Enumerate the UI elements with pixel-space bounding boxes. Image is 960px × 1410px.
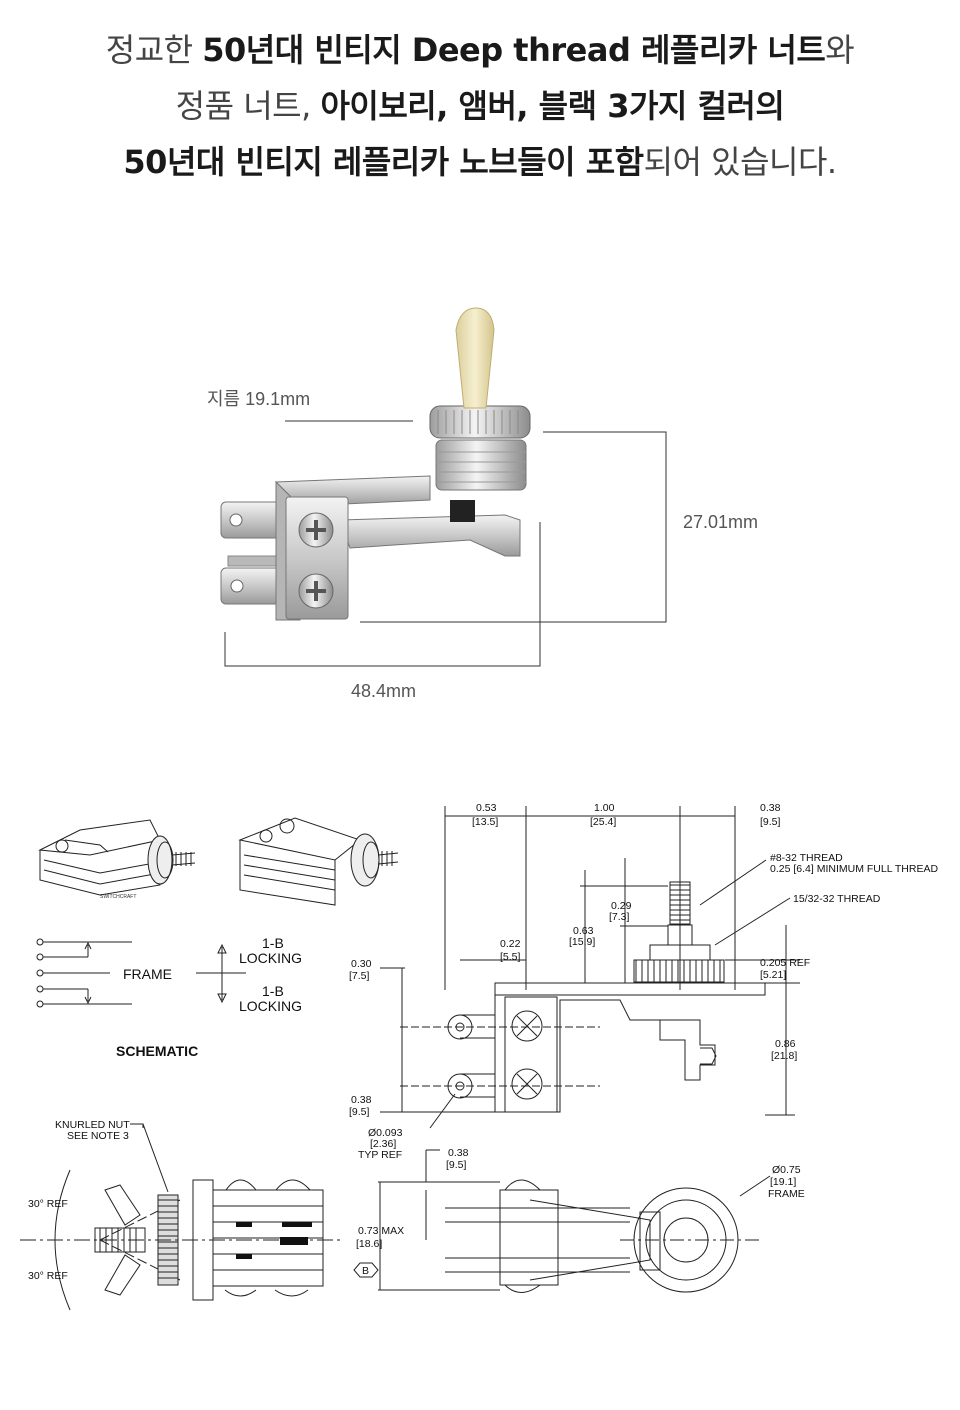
thread2: 15/32-32 THREAD xyxy=(793,893,881,905)
dim-029-in: 0.29 xyxy=(611,900,632,912)
dim-073-in: 0.73 MAX xyxy=(358,1225,404,1237)
intro-line-1: 정교한 50년대 빈티지 Deep thread 레플리카 너트와 xyxy=(0,22,960,78)
ref-bot: 30° REF xyxy=(28,1270,68,1282)
intro-2a: 정품 너트, xyxy=(175,87,321,125)
knurl-b: SEE NOTE 3 xyxy=(67,1130,129,1142)
screw-top xyxy=(298,512,334,548)
dim-086-in: 0.86 xyxy=(775,1038,796,1050)
dim-053-mm: [13.5] xyxy=(472,816,498,828)
knurl-a: KNURLED NUT xyxy=(55,1119,130,1131)
side-view-labels: 0.53 [13.5] 1.00 [25.4] 0.38 [9.5] #8-32… xyxy=(349,802,938,1161)
isometric-view-1: SWITCHCRAFT xyxy=(38,819,196,900)
schematic xyxy=(36,938,246,1008)
solder-lugs xyxy=(220,501,282,605)
dim-038c-mm: [9.5] xyxy=(446,1159,467,1171)
screw-bottom xyxy=(298,573,334,609)
locking-bot-2: LOCKING xyxy=(239,998,302,1014)
side-view-drawing xyxy=(380,806,800,1129)
intro-2b: 아이보리, 앰버, 블랙 3가지 컬러의 xyxy=(320,87,785,125)
dim-073-mm: [18.6] xyxy=(356,1238,382,1250)
dim-075-in: Ø0.75 xyxy=(772,1164,801,1176)
dim-038b-in: 0.38 xyxy=(351,1094,372,1106)
thread1-a: #8-32 THREAD xyxy=(770,852,843,864)
width-label: 48.4mm xyxy=(351,681,416,701)
intro-1c: 와 xyxy=(825,31,855,69)
knurled-nut xyxy=(429,405,531,439)
intro-3b: 되어 있습니다. xyxy=(643,143,837,181)
locking-bot-1: 1-B xyxy=(262,983,284,999)
locking-top-2: LOCKING xyxy=(239,950,302,966)
intro-1a: 정교한 xyxy=(105,31,203,69)
intro-3a: 50년대 빈티지 레플리카 노브들이 포함 xyxy=(123,143,644,181)
schematic-title: SCHEMATIC xyxy=(116,1043,198,1059)
dim-030-in: 0.30 xyxy=(351,958,372,970)
flag-b-icon: B xyxy=(353,1262,379,1278)
ref-top: 30° REF xyxy=(28,1198,68,1210)
dim-053-in: 0.53 xyxy=(476,802,497,814)
end-view-drawing xyxy=(20,1123,340,1311)
dim-038-mm: [9.5] xyxy=(760,816,781,828)
intro-text: 정교한 50년대 빈티지 Deep thread 레플리카 너트와 정품 너트,… xyxy=(0,22,960,190)
intro-line-3: 50년대 빈티지 레플리카 노브들이 포함되어 있습니다. xyxy=(0,134,960,190)
dim-029-mm: [7.3] xyxy=(609,911,630,923)
hole-a: Ø0.093 xyxy=(368,1127,403,1139)
intro-line-2: 정품 너트, 아이보리, 앰버, 블랙 3가지 컬러의 xyxy=(0,78,960,134)
dim-063-in: 0.63 xyxy=(573,925,594,937)
locking-top-1: 1-B xyxy=(262,935,284,951)
dim-075-mm: [19.1] xyxy=(770,1176,796,1188)
dim-038c-in: 0.38 xyxy=(448,1147,469,1159)
flag-b-label: B xyxy=(362,1265,369,1277)
dim-0205-mm: [5.21] xyxy=(760,969,786,981)
height-label: 27.01mm xyxy=(683,512,758,532)
brand-mark: SWITCHCRAFT xyxy=(100,894,136,900)
dim-100-in: 1.00 xyxy=(594,802,615,814)
dim-038-in: 0.38 xyxy=(760,802,781,814)
switch-photo xyxy=(220,307,531,621)
frame-label: FRAME xyxy=(123,966,172,982)
intro-1b: 50년대 빈티지 Deep thread 레플리카 너트 xyxy=(202,31,826,69)
dim-075-c: FRAME xyxy=(768,1188,805,1200)
top-view-drawing xyxy=(378,1149,771,1293)
dim-086-mm: [21.8] xyxy=(771,1050,797,1062)
thread1-b: 0.25 [6.4] MINIMUM FULL THREAD xyxy=(770,863,938,875)
end-view-labels: KNURLED NUT SEE NOTE 3 30° REF 30° REF xyxy=(28,1119,130,1282)
top-view-labels: 0.38 [9.5] 0.73 MAX [18.6] B Ø0.75 [19.1… xyxy=(353,1147,805,1278)
diameter-label: 지름 19.1mm xyxy=(207,389,310,409)
hole-c: TYP REF xyxy=(358,1149,402,1161)
dim-038b-mm: [9.5] xyxy=(349,1106,370,1118)
hole-b: [2.36] xyxy=(370,1138,396,1150)
actuator-arm xyxy=(339,514,521,557)
dim-022-mm: [5.5] xyxy=(500,951,521,963)
dim-063-mm: [15.9] xyxy=(569,936,595,948)
photo-dimensions: 지름 19.1mm 27.01mm 48.4mm xyxy=(207,389,758,701)
dim-0205: 0.205 REF xyxy=(760,957,810,969)
dim-022-in: 0.22 xyxy=(500,938,521,950)
toggle-tip xyxy=(455,307,495,409)
dim-100-mm: [25.4] xyxy=(590,816,616,828)
dim-030-mm: [7.5] xyxy=(349,970,370,982)
isometric-view-2 xyxy=(238,817,399,906)
